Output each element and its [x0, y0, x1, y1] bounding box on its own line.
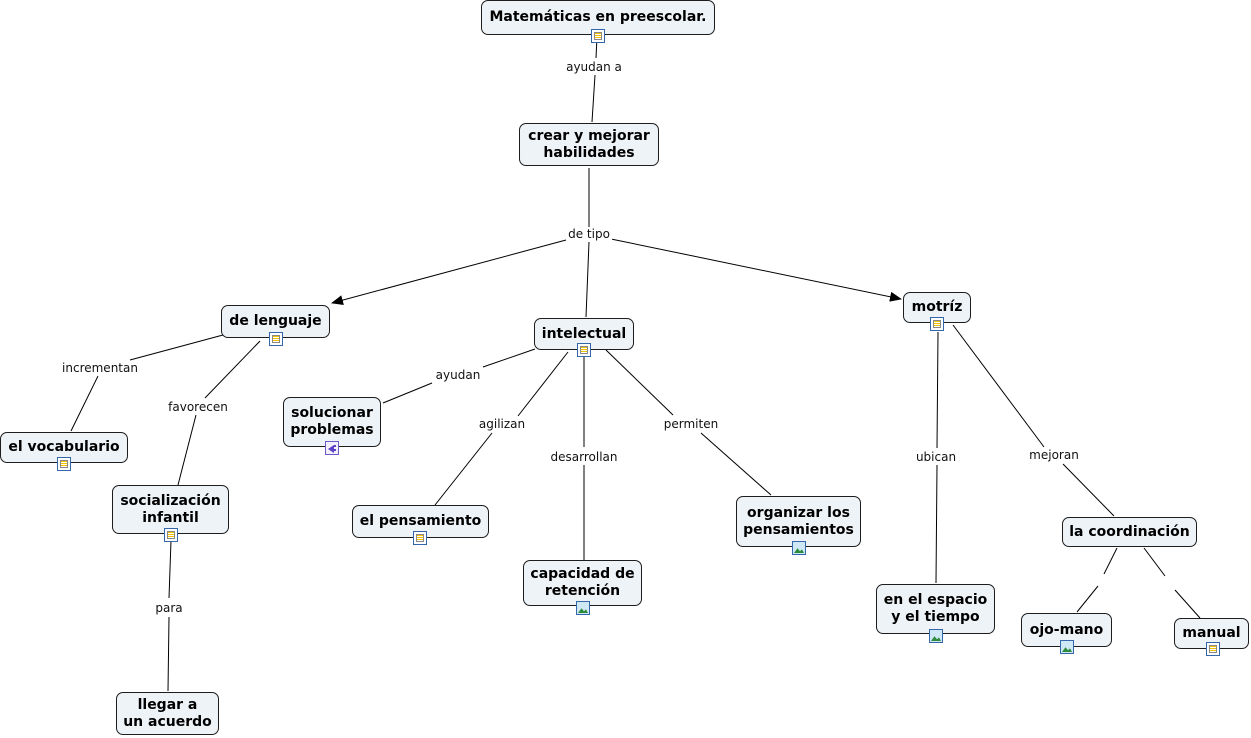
- concept-node-en-el-espacio-y-el-tiempo[interactable]: en el espacio y el tiempo: [876, 584, 995, 634]
- concept-node-el-pensamiento[interactable]: el pensamiento: [352, 505, 489, 538]
- connector-line: [168, 539, 172, 599]
- link-label-desarrollan: desarrollan: [548, 450, 620, 464]
- concept-node-el-vocabulario[interactable]: el vocabulario: [0, 432, 128, 463]
- link-label-ayudan-a: ayudan a: [564, 60, 624, 74]
- concept-label: de lenguaje: [229, 313, 322, 329]
- connector-line: [936, 331, 939, 449]
- concept-label: ojo-mano: [1029, 621, 1104, 638]
- connector-line: [935, 464, 938, 584]
- connector-line: [585, 241, 590, 318]
- concept-label: el vocabulario: [8, 439, 120, 455]
- connector-line: [482, 348, 536, 368]
- document-icon[interactable]: [413, 531, 427, 545]
- connector-line: [1076, 585, 1099, 613]
- concept-label: socialización infantil: [120, 492, 221, 526]
- concept-label: llegar a un acuerdo: [123, 696, 212, 730]
- concept-node-crear-y-mejorar-habilidades[interactable]: crear y mejorar habilidades: [519, 123, 659, 166]
- link-label-favorecen: favorecen: [166, 400, 230, 414]
- concept-node-socializacion-infantil[interactable]: socialización infantil: [112, 485, 229, 534]
- concept-node-llegar-a-un-acuerdo[interactable]: llegar a un acuerdo: [116, 692, 219, 735]
- concept-label: manual: [1182, 625, 1241, 641]
- concept-node-capacidad-de-retencion[interactable]: capacidad de retención: [523, 560, 642, 606]
- concept-node-motriz[interactable]: motríz: [903, 292, 971, 323]
- connector-line: [167, 616, 170, 692]
- connector-line: [952, 324, 1045, 448]
- concept-node-matematicas-en-preescolar[interactable]: Matemáticas en preescolar.: [481, 0, 715, 35]
- document-icon[interactable]: [591, 29, 605, 43]
- connector-line: [70, 375, 99, 432]
- concept-label: Matemáticas en preescolar.: [489, 9, 707, 25]
- concept-label: en el espacio y el tiempo: [883, 592, 988, 625]
- image-icon[interactable]: [792, 541, 806, 555]
- link-label-ayudan: ayudan: [433, 368, 483, 382]
- concept-node-la-coordinacion[interactable]: la coordinación: [1062, 517, 1197, 547]
- link-label-para: para: [153, 601, 185, 615]
- concept-label: intelectual: [541, 325, 627, 342]
- connector-line: [382, 382, 433, 404]
- concept-node-solucionar-problemas[interactable]: solucionar problemas: [283, 397, 381, 447]
- document-icon[interactable]: [577, 343, 591, 357]
- concept-label: solucionar problemas: [290, 405, 374, 438]
- link-label-permiten: permiten: [661, 417, 721, 431]
- connector-line: [591, 74, 596, 123]
- link-label-de-tipo: de tipo: [566, 227, 612, 241]
- concept-label: organizar los pensamientos: [743, 504, 854, 538]
- document-icon[interactable]: [57, 457, 71, 471]
- document-icon[interactable]: [269, 332, 283, 346]
- connector-line: [1103, 547, 1118, 575]
- connector-line: [605, 349, 674, 416]
- concept-node-organizar-los-pensamientos[interactable]: organizar los pensamientos: [736, 496, 861, 547]
- image-icon[interactable]: [1060, 640, 1074, 654]
- image-icon[interactable]: [929, 629, 943, 643]
- concept-label: crear y mejorar habilidades: [528, 127, 650, 161]
- connector-line: [610, 238, 902, 302]
- document-icon[interactable]: [164, 528, 178, 542]
- connector-line: [700, 432, 772, 496]
- connector-line: [331, 239, 567, 305]
- link-label-ubican: ubican: [913, 450, 959, 464]
- connector-line: [177, 414, 197, 486]
- connector-line: [1143, 547, 1166, 577]
- link-label-agilizan: agilizan: [476, 417, 528, 431]
- connector-line: [517, 351, 569, 417]
- connector-line: [434, 432, 493, 506]
- concept-label: el pensamiento: [359, 513, 482, 529]
- concept-node-manual[interactable]: manual: [1174, 618, 1249, 649]
- concept-node-ojo-mano[interactable]: ojo-mano: [1021, 613, 1112, 647]
- concept-label: la coordinación: [1069, 523, 1190, 540]
- document-icon[interactable]: [930, 317, 944, 331]
- connector-line: [204, 340, 261, 399]
- link-label-mejoran: mejoran: [1027, 448, 1081, 462]
- link-label-incrementan: incrementan: [60, 361, 140, 375]
- sound-icon[interactable]: [325, 441, 339, 455]
- connector-line: [1174, 589, 1201, 619]
- connector-line: [129, 334, 224, 361]
- document-icon[interactable]: [1206, 642, 1220, 656]
- concept-label: motríz: [911, 299, 963, 315]
- image-icon[interactable]: [576, 601, 590, 615]
- connector-line: [1062, 463, 1115, 517]
- concept-label: capacidad de retención: [530, 566, 635, 599]
